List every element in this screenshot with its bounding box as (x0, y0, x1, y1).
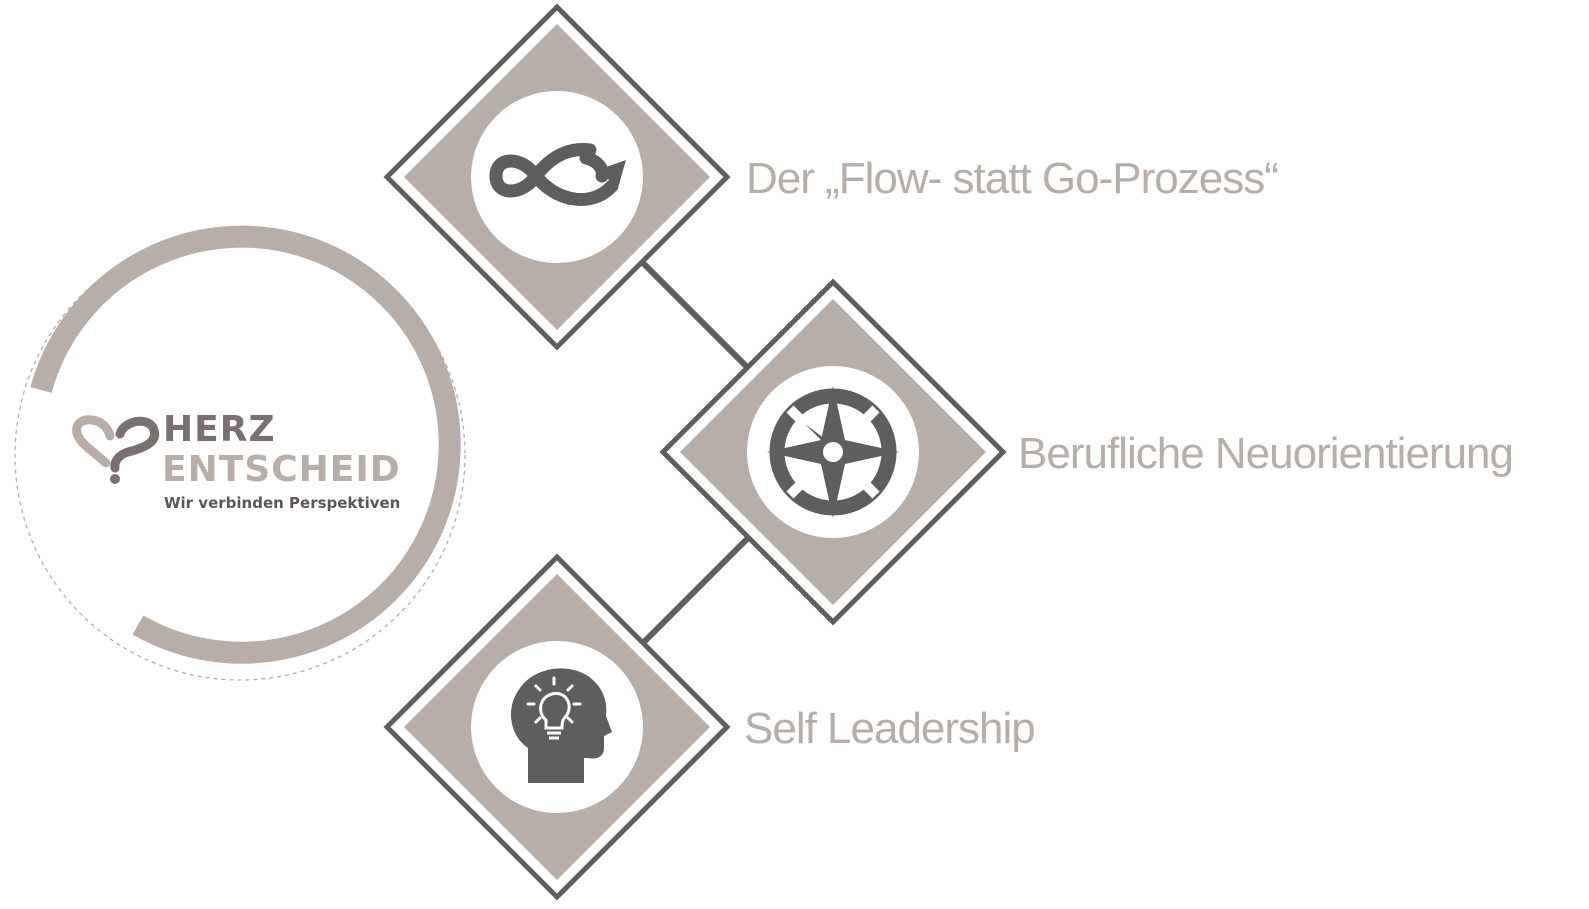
topic-label-self-leadership: Self Leadership (744, 704, 1036, 753)
compass-icon (767, 386, 899, 518)
topic-label-flow: Der „Flow- statt Go-Prozess“ (746, 154, 1279, 203)
infinity-arrowhead (598, 160, 626, 188)
head-lightbulb-icon (510, 668, 612, 783)
connector-lines (640, 260, 750, 646)
logo-ring (14, 225, 466, 681)
diamond-node-flow (383, 3, 731, 351)
logo-tagline: Wir verbinden Perspektiven (164, 494, 401, 512)
infinity-icon (489, 143, 619, 206)
heart-question-icon (72, 415, 160, 484)
topic-label-neuorientierung: Berufliche Neuorientierung (1018, 429, 1514, 478)
logo-wordmark-herz: HERZ (163, 409, 276, 450)
logo-wordmark-entscheid: ENTSCHEID (162, 449, 401, 490)
